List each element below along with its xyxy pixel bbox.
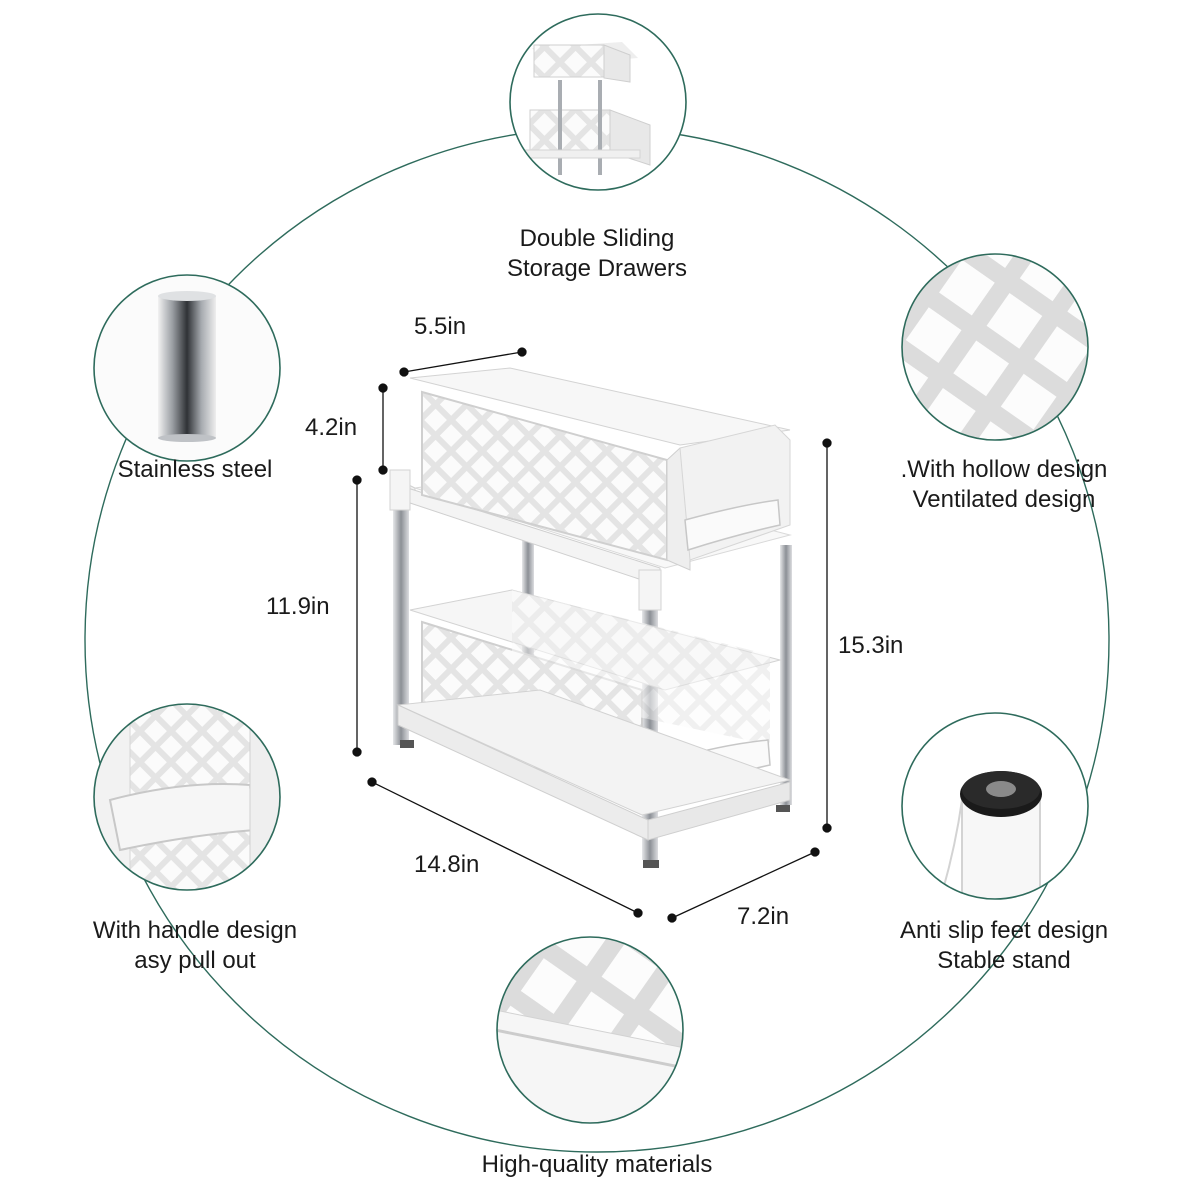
feature-label-materials: High-quality materials [482, 1150, 713, 1180]
feature-label-drawers-line2: Storage Drawers [506, 255, 688, 282]
feature-label-handle-line1: With handle design [92, 917, 298, 944]
feature-label-handle: With handle design asy pull out [93, 916, 297, 976]
feature-label-feet-line1: Anti slip feet design [899, 917, 1109, 944]
dimension-lines [352, 347, 832, 923]
feature-label-drawers: Double Sliding Storage Drawers [507, 224, 687, 284]
rack-overview-icon [509, 13, 687, 191]
lattice-pattern-icon [901, 253, 1089, 441]
dimension-drawer-height: 4.2in [305, 414, 358, 441]
feature-label-feet: Anti slip feet design Stable stand [900, 916, 1108, 976]
feature-label-materials-line1: High-quality materials [481, 1151, 713, 1178]
dimension-frame-height: 11.9in [266, 593, 330, 620]
dimension-top-depth: 5.5in [414, 313, 467, 340]
rubber-foot-icon [901, 712, 1089, 900]
feature-label-hollow: .With hollow design Ventilated design [901, 455, 1108, 515]
material-closeup-icon [496, 936, 684, 1124]
feature-label-steel: Stainless steel [118, 455, 273, 485]
rack-product-illustration [389, 367, 792, 868]
dimension-width: 7.2in [737, 903, 790, 930]
feature-label-hollow-line2: Ventilated design [912, 486, 1096, 513]
feature-label-drawers-line1: Double Sliding [519, 225, 675, 252]
dimension-length: 14.8in [414, 851, 480, 878]
feature-label-handle-line2: asy pull out [134, 947, 256, 974]
drawer-handle-icon [93, 703, 281, 891]
dimension-total-height: 15.3in [838, 632, 904, 659]
feature-label-hollow-line1: .With hollow design [900, 456, 1108, 483]
steel-tube-icon [93, 274, 281, 462]
feature-label-steel-line1: Stainless steel [117, 456, 273, 483]
feature-label-feet-line2: Stable stand [937, 947, 1071, 974]
